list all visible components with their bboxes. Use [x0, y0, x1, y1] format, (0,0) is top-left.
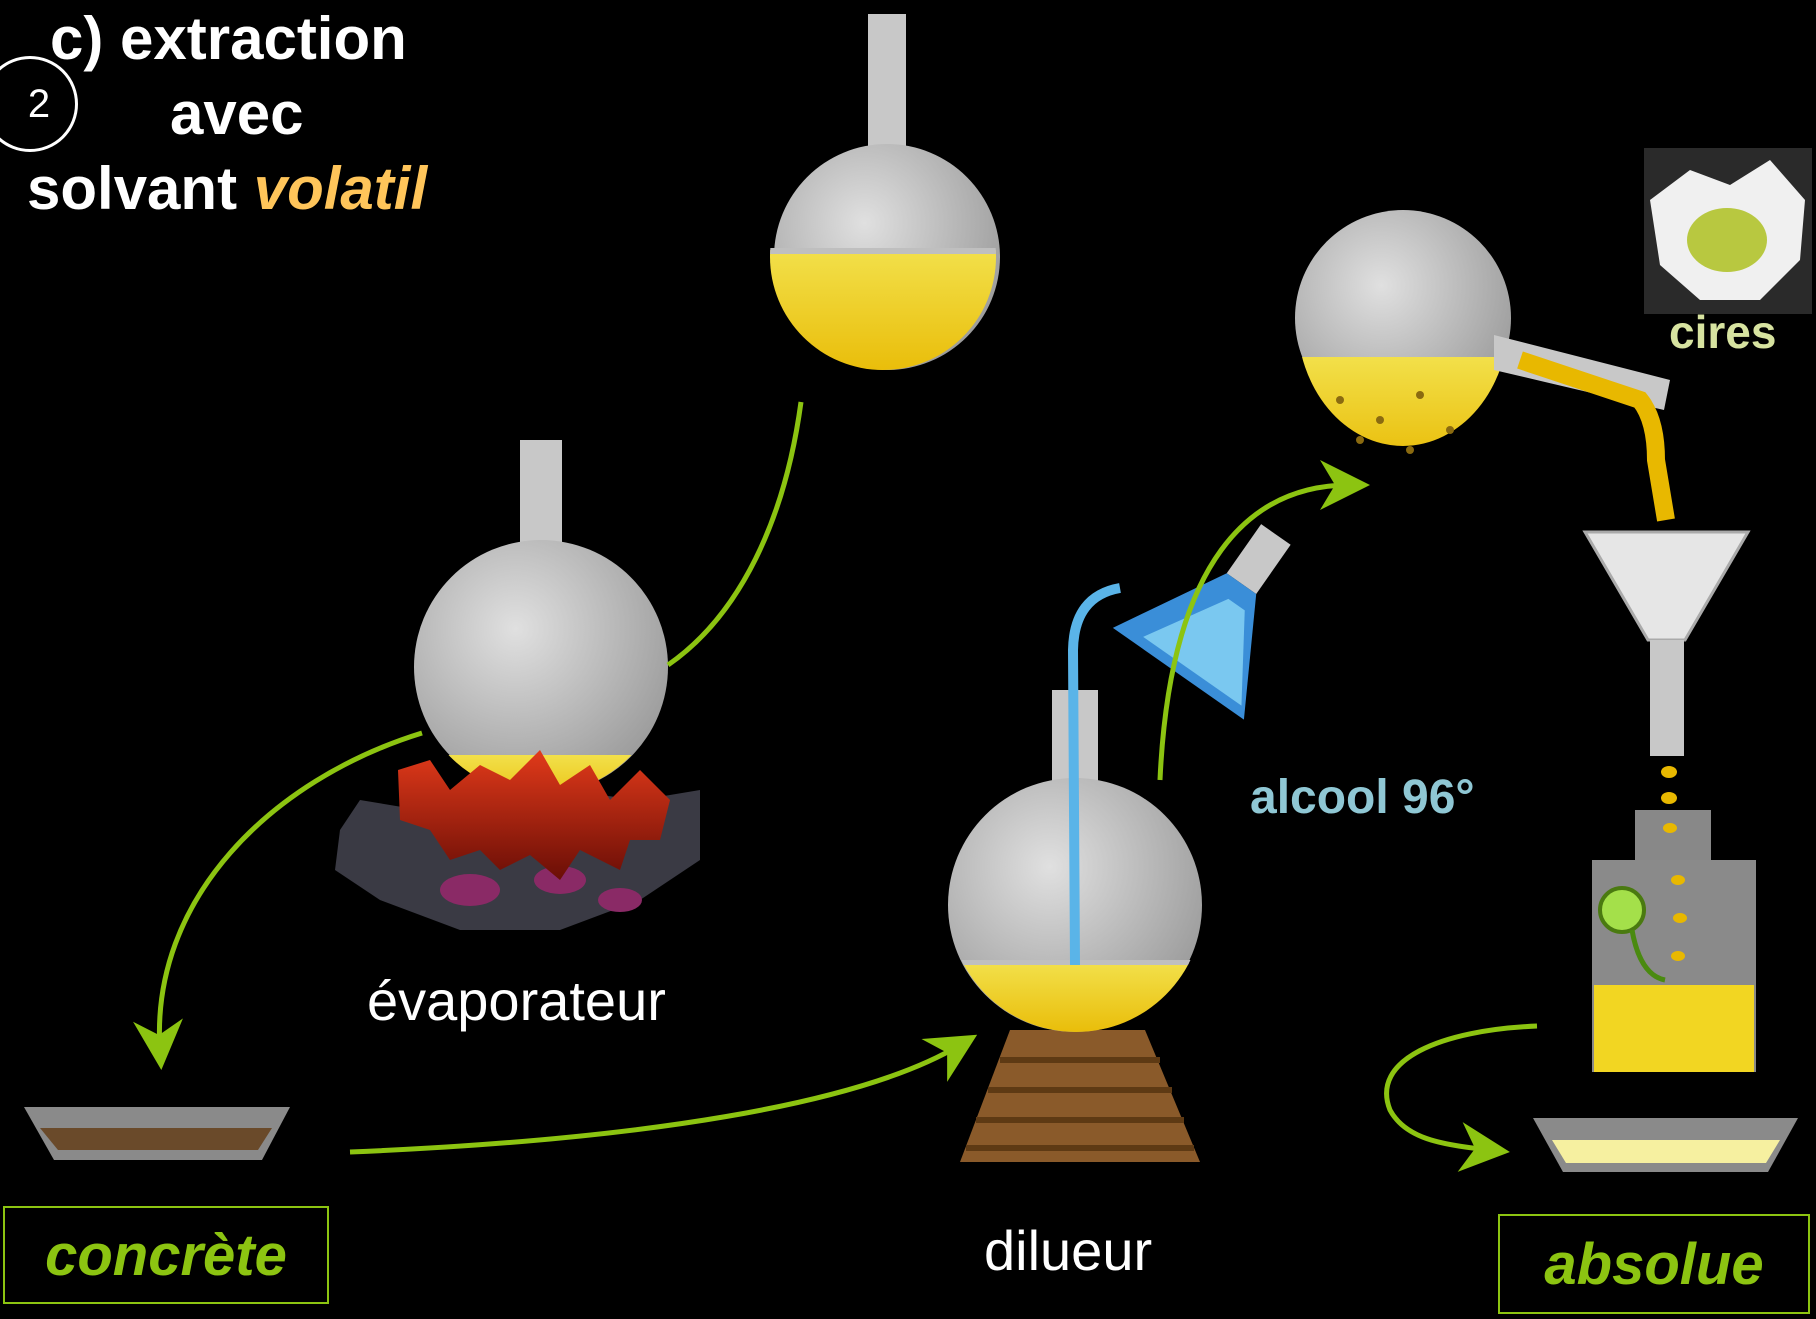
title-prefix: solvant — [27, 155, 237, 222]
arrow-top-to-evaporator — [668, 402, 801, 665]
label-evaporateur: évaporateur — [367, 968, 666, 1033]
round-flask-top — [770, 14, 1010, 390]
funnel — [1585, 532, 1748, 804]
arrow-vessel-to-absolute — [1387, 1026, 1537, 1150]
concrete-label-box: concrète — [3, 1206, 329, 1304]
label-alcool: alcool 96° — [1250, 770, 1475, 825]
collection-vessel — [1592, 810, 1756, 1072]
label-dilueur: dilueur — [984, 1218, 1152, 1283]
alcohol-flask — [1113, 489, 1342, 720]
title-highlight: volatil — [254, 155, 427, 222]
fire-icon — [335, 750, 700, 930]
pouring-flask — [1290, 210, 1670, 520]
label-concrete: concrète — [45, 1222, 287, 1289]
concrete-dish — [24, 1107, 290, 1160]
label-cires: cires — [1669, 305, 1776, 359]
arrow-concrete-to-dilueur — [350, 1045, 960, 1152]
absolute-dish — [1533, 1118, 1798, 1172]
title-line-1: c) extraction — [50, 3, 407, 75]
absolute-label-box: absolue — [1498, 1214, 1810, 1314]
label-absolue: absolue — [1544, 1231, 1763, 1298]
wax-filter-image — [1644, 148, 1812, 314]
title-line-3: solvant volatil — [27, 153, 427, 225]
dilueur-stand — [960, 1030, 1200, 1162]
title-line-2: avec — [170, 78, 303, 150]
